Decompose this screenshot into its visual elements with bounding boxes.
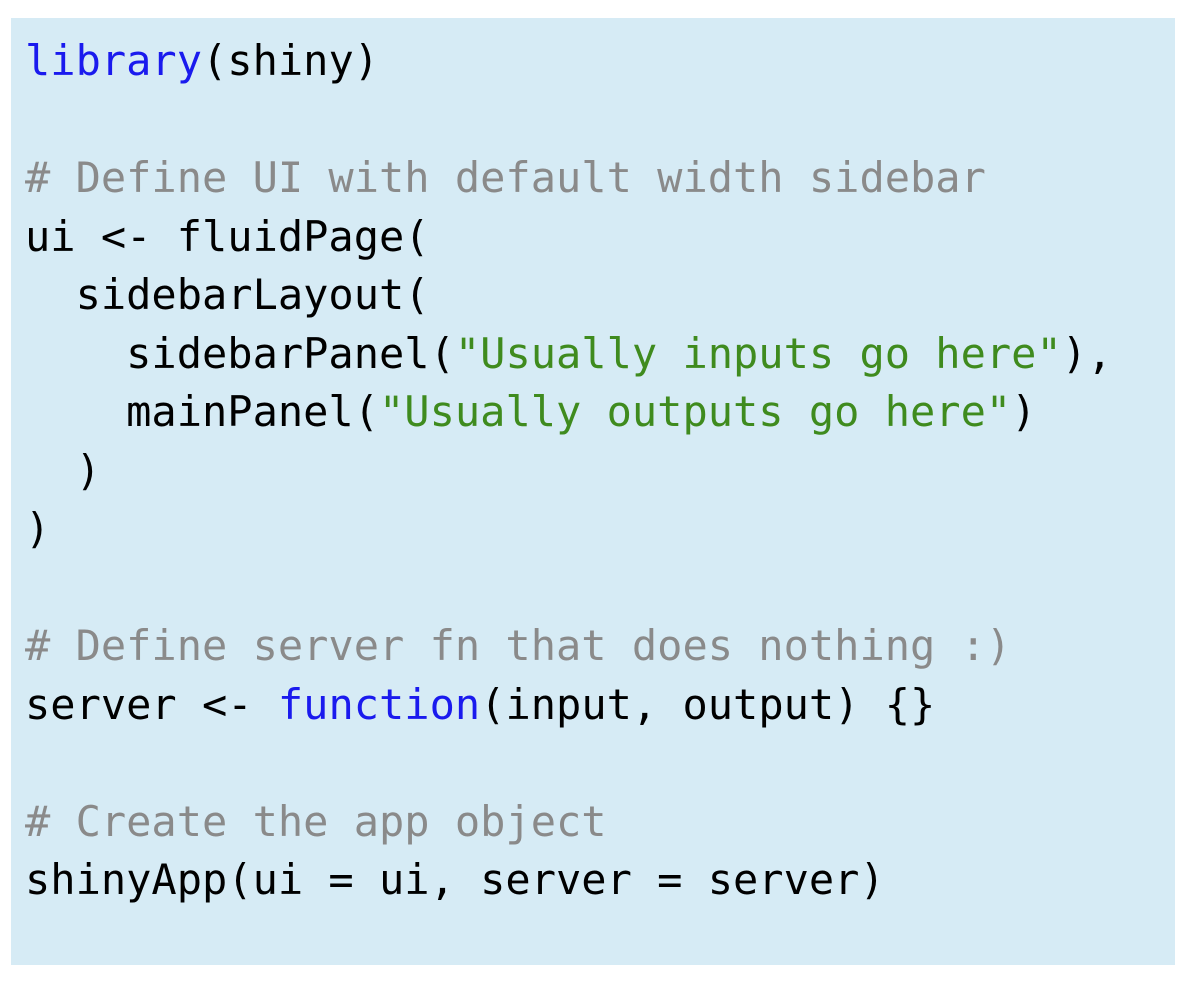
code-line: # Define server fn that does nothing :) <box>11 617 1175 676</box>
code-line: ) <box>11 442 1175 501</box>
code-token-plain: ) <box>25 445 101 495</box>
code-line <box>11 559 1175 618</box>
code-token-plain: shinyApp(ui = ui, server = server) <box>25 855 885 904</box>
code-line: # Create the app object <box>11 793 1175 852</box>
code-token-plain: sidebarLayout( <box>25 270 430 319</box>
code-token-plain: ) <box>25 504 51 553</box>
code-line: library(shiny) <box>11 32 1175 91</box>
code-line: ) <box>11 500 1175 559</box>
code-line: server <- function(input, output) {} <box>11 676 1175 735</box>
code-line <box>11 734 1175 793</box>
code-token-plain: (shiny) <box>202 36 380 85</box>
code-token-plain: ), <box>1061 328 1113 378</box>
code-token-plain: server <- <box>25 679 278 729</box>
code-token-string: "Usually outputs go here" <box>379 387 1012 436</box>
code-token-plain: sidebarPanel( <box>25 328 455 378</box>
code-token-plain: (input, output) {} <box>480 679 936 729</box>
code-line: shinyApp(ui = ui, server = server) <box>11 851 1175 910</box>
code-token-comment: # Create the app object <box>25 796 607 846</box>
code-token-plain: ui <- fluidPage( <box>25 211 430 261</box>
code-block: library(shiny) # Define UI with default … <box>11 18 1175 965</box>
code-token-comment: # Define UI with default width sidebar <box>25 153 986 202</box>
code-line: ui <- fluidPage( <box>11 208 1175 267</box>
code-token-keyword: function <box>277 679 481 729</box>
code-token-plain: ) <box>1011 387 1037 436</box>
code-line: mainPanel("Usually outputs go here") <box>11 383 1175 442</box>
code-token-string: "Usually inputs go here" <box>454 328 1062 378</box>
code-line: sidebarPanel("Usually inputs go here"), <box>11 325 1175 384</box>
code-token-comment: # Define server fn that does nothing :) <box>25 621 1012 670</box>
code-line: sidebarLayout( <box>11 266 1175 325</box>
code-line: # Define UI with default width sidebar <box>11 149 1175 208</box>
code-token-plain: mainPanel( <box>25 387 380 436</box>
code-token-keyword: library <box>25 36 203 85</box>
code-line <box>11 91 1175 150</box>
